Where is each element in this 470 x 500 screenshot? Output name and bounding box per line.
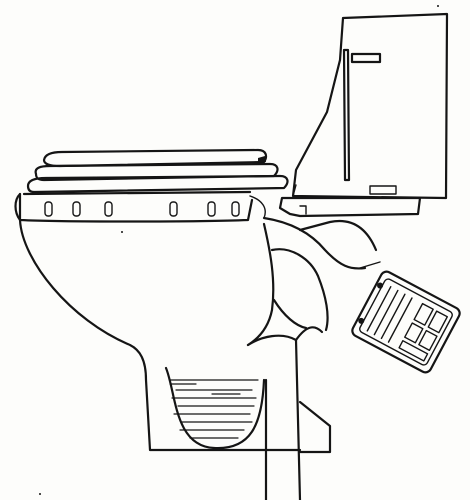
exhaust-fan-unit [351,270,461,374]
tank-fill-valve [342,48,397,195]
toilet-bowl-rim [18,190,266,223]
toilet-bowl [14,192,302,452]
tank-connector [278,196,422,218]
flush-passage [262,216,381,332]
toilet-seat-lid [26,148,289,194]
print-specks [39,5,439,495]
trap-drain-pipe [164,326,332,500]
standing-water [169,379,259,439]
water-tank [291,12,449,200]
